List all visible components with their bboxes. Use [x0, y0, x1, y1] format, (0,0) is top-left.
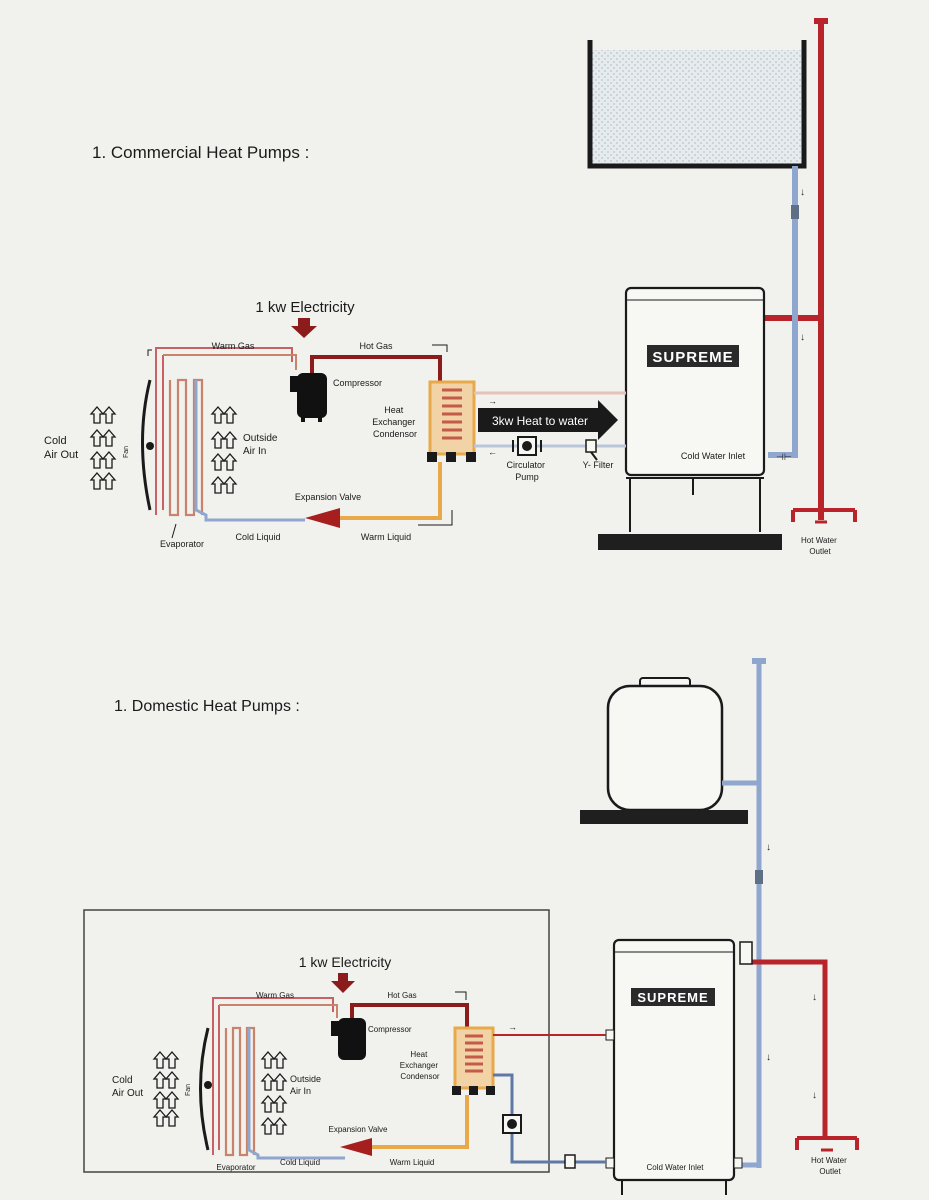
domestic-brand-label: SUPREME [637, 990, 708, 1005]
cold-supply-pipe: ↓ ↓ ⊣⊢ [768, 166, 805, 462]
domestic-title: 1. Domestic Heat Pumps : [114, 698, 300, 715]
domestic-hot-water-outlet-label: Hot Water Outlet [811, 1156, 849, 1176]
commercial-title: 1. Commercial Heat Pumps : [92, 143, 309, 162]
domestic-hot-gas-label: Hot Gas [387, 991, 416, 1000]
electricity-arrow-icon [291, 318, 317, 338]
hot-water-outlet-label: Hot Water Outlet [801, 536, 839, 556]
svg-text:↓: ↓ [812, 1090, 817, 1101]
domestic-section: 1. Domestic Heat Pumps : ↓ ↓ ↓ ↓ [83, 658, 859, 1195]
warm-liquid-label: Warm Liquid [361, 532, 411, 542]
heat-to-water-arrow: 3kw Heat to water [478, 400, 618, 440]
domestic-fan-label: Fan [185, 1084, 192, 1096]
outdoor-unit-frame [83, 909, 550, 1173]
domestic-evaporator-label: Evaporator [216, 1163, 255, 1172]
compressor [290, 373, 327, 422]
expansion-valve-label: Expansion Valve [295, 492, 361, 502]
domestic-expansion-valve-icon [340, 1138, 372, 1156]
electricity-label: 1 kw Electricity [255, 299, 355, 316]
heat-to-water-label: 3kw Heat to water [492, 414, 588, 428]
warm-liquid-pipe [340, 462, 442, 520]
y-filter-label: Y- Filter [583, 460, 614, 470]
domestic-hot-gas-pipe [350, 1003, 469, 1028]
domestic-heat-exchanger-label: Heat Exchanger Condensor [400, 1050, 440, 1081]
domestic-storage-tank: SUPREME Cold Water Inlet [605, 938, 743, 1195]
y-filter [585, 439, 598, 461]
storage-tank: SUPREME Cold Water Inlet [598, 286, 782, 550]
domestic-y-filter [564, 1154, 576, 1169]
cold-water-inlet-label: Cold Water Inlet [681, 451, 746, 461]
domestic-outside-air-in-label: Outside Air In [290, 1074, 324, 1096]
circulator-pump [512, 436, 542, 456]
heat-exchanger-label: Heat Exchanger Condensor [372, 405, 418, 439]
cold-air-out-arrows [90, 406, 116, 490]
domestic-cold-water-inlet-label: Cold Water Inlet [646, 1163, 704, 1172]
evaporator-label: Evaporator [160, 539, 204, 549]
svg-text:↓: ↓ [800, 332, 805, 343]
domestic-outside-air-in-arrows [261, 1051, 287, 1135]
overhead-water-tank [580, 677, 748, 824]
outside-air-in-label: Outside Air In [243, 433, 280, 457]
expansion-valve-icon [305, 508, 340, 528]
svg-text:↓: ↓ [800, 187, 805, 198]
domestic-hot-pipe: ↓ ↓ [739, 941, 859, 1152]
commercial-section: 1. Commercial Heat Pumps : ↓ ↓ ⊣⊢ [44, 18, 857, 556]
domestic-circulator-pump [502, 1114, 522, 1134]
svg-text:↓: ↓ [766, 1052, 771, 1063]
valve-icon [791, 205, 799, 219]
brand-label: SUPREME [652, 349, 733, 366]
domestic-compressor [331, 1018, 366, 1060]
domestic-evaporator-coil [199, 997, 345, 1160]
hot-gas-label: Hot Gas [359, 341, 393, 351]
fan-label: Fan [123, 446, 130, 458]
svg-text:↓: ↓ [766, 842, 771, 853]
svg-text:→: → [508, 1022, 517, 1032]
domestic-warm-liquid-pipe [372, 1095, 469, 1149]
domestic-cold-liquid-label: Cold Liquid [280, 1158, 320, 1167]
domestic-warm-gas-label: Warm Gas [256, 991, 294, 1000]
domestic-warm-liquid-label: Warm Liquid [390, 1158, 435, 1167]
compressor-label: Compressor [333, 378, 382, 388]
tank-base [598, 534, 782, 550]
svg-text:←: ← [488, 447, 497, 457]
circulator-pump-label: Circulator Pump [506, 460, 547, 482]
domestic-electricity-label: 1 kw Electricity [299, 954, 392, 970]
domestic-cold-air-out-label: Cold Air Out [112, 1075, 143, 1099]
domestic-compressor-label: Compressor [368, 1025, 412, 1034]
domestic-electricity-arrow-icon [331, 973, 355, 993]
tank-stand [580, 810, 748, 824]
heat-exchanger [427, 380, 476, 462]
cold-air-out-label: Cold Air Out [44, 435, 78, 461]
domestic-expansion-valve-label: Expansion Valve [329, 1125, 389, 1134]
cold-liquid-label: Cold Liquid [235, 532, 280, 542]
brand-plate [647, 345, 739, 367]
hot-gas-pipe [310, 355, 442, 382]
outside-air-in-arrows [211, 406, 237, 494]
svg-text:⊣⊢: ⊣⊢ [776, 452, 792, 462]
svg-text:↓: ↓ [812, 992, 817, 1003]
svg-text:→: → [488, 396, 497, 406]
warm-gas-label: Warm Gas [212, 341, 255, 351]
roof-water-tank [587, 40, 807, 169]
domestic-heat-exchanger [452, 1026, 495, 1095]
domestic-cold-air-out-arrows [153, 1051, 179, 1127]
